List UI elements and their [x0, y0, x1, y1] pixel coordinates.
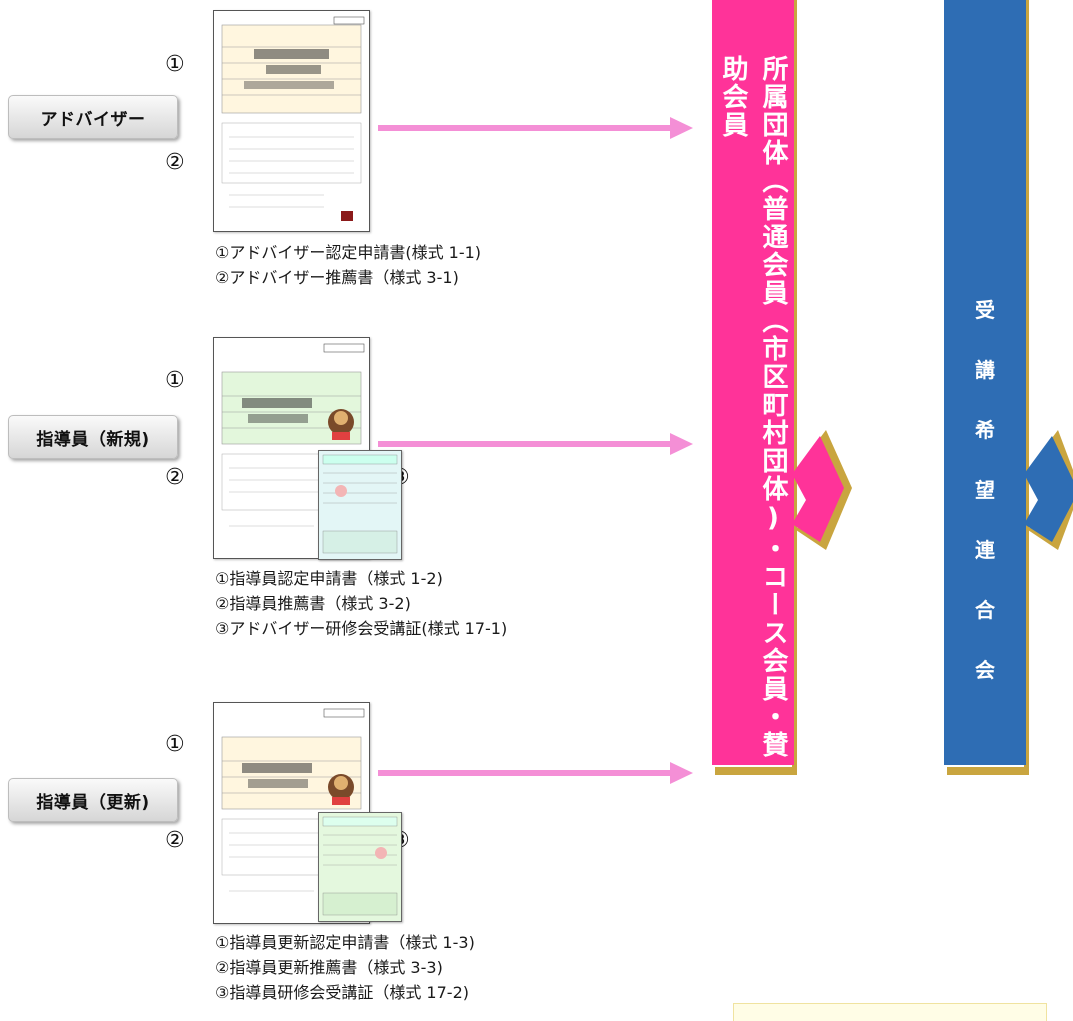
caption-line: ②指導員更新推薦書（様式 3-3) [215, 958, 443, 977]
circle-number-2: ② [165, 150, 185, 175]
chevron-right-icon [1024, 430, 1073, 550]
caption-line: ①指導員更新認定申請書（様式 1-3) [215, 933, 475, 952]
document-thumbnail-adviser [213, 10, 370, 232]
column-shadow [715, 0, 797, 775]
caption-line: ③アドバイザー研修会受講証(様式 17-1) [215, 619, 508, 638]
caption-adviser: ①アドバイザー認定申請書(様式 1-1) ②アドバイザー推薦書（様式 3-1) [215, 240, 481, 290]
label-char: 受 [975, 298, 995, 322]
circle-number-1: ① [165, 52, 185, 77]
affiliated-organization-label: 所属団体（普通会員（市区町村団体)・コース会員・賛助会員 [718, 55, 788, 759]
caption-line: ①アドバイザー認定申請書(様式 1-1) [215, 243, 482, 262]
applicant-federation-label: 受 講 希 望 連 合 会 [975, 280, 995, 700]
column-shadow [947, 0, 1029, 775]
caption-instructor-new: ①指導員認定申請書（様式 1-2) ②指導員推薦書（様式 3-2) ③アドバイザ… [215, 566, 507, 641]
arrow-right-icon [378, 762, 693, 784]
caption-line: ②アドバイザー推薦書（様式 3-1) [215, 268, 459, 287]
caption-line: ③指導員研修会受講証（様式 17-2) [215, 983, 469, 1002]
label-char: 講 [975, 358, 995, 382]
bottom-note-box [733, 1003, 1047, 1021]
label-char: 合 [975, 598, 995, 622]
role-label: アドバイザー [40, 109, 146, 130]
arrow-right-icon [378, 433, 693, 455]
caption-line: ②指導員推薦書（様式 3-2) [215, 594, 411, 613]
label-char: 望 [975, 478, 995, 502]
role-button-instructor-renewal[interactable]: 指導員（更新) [8, 778, 178, 822]
role-label: 指導員（新規) [36, 429, 150, 450]
arrow-right-icon [378, 117, 693, 139]
circle-number-2: ② [165, 828, 185, 853]
role-button-adviser[interactable]: アドバイザー [8, 95, 178, 139]
certificate-card-thumbnail [318, 812, 402, 922]
caption-line: ①指導員認定申請書（様式 1-2) [215, 569, 443, 588]
role-label: 指導員（更新) [36, 792, 150, 813]
caption-instructor-renewal: ①指導員更新認定申請書（様式 1-3) ②指導員更新推薦書（様式 3-3) ③指… [215, 930, 475, 1005]
chevron-right-icon [792, 430, 852, 550]
circle-number-2: ② [165, 465, 185, 490]
label-char: 連 [975, 538, 995, 562]
affiliated-organization-column: 所属団体（普通会員（市区町村団体)・コース会員・賛助会員 [712, 0, 794, 765]
label-char: 会 [975, 658, 995, 682]
circle-number-1: ① [165, 368, 185, 393]
circle-number-1: ① [165, 732, 185, 757]
certificate-card-thumbnail [318, 450, 402, 560]
applicant-federation-column: 受 講 希 望 連 合 会 [944, 0, 1026, 765]
role-button-instructor-new[interactable]: 指導員（新規) [8, 415, 178, 459]
label-char: 希 [975, 418, 995, 442]
